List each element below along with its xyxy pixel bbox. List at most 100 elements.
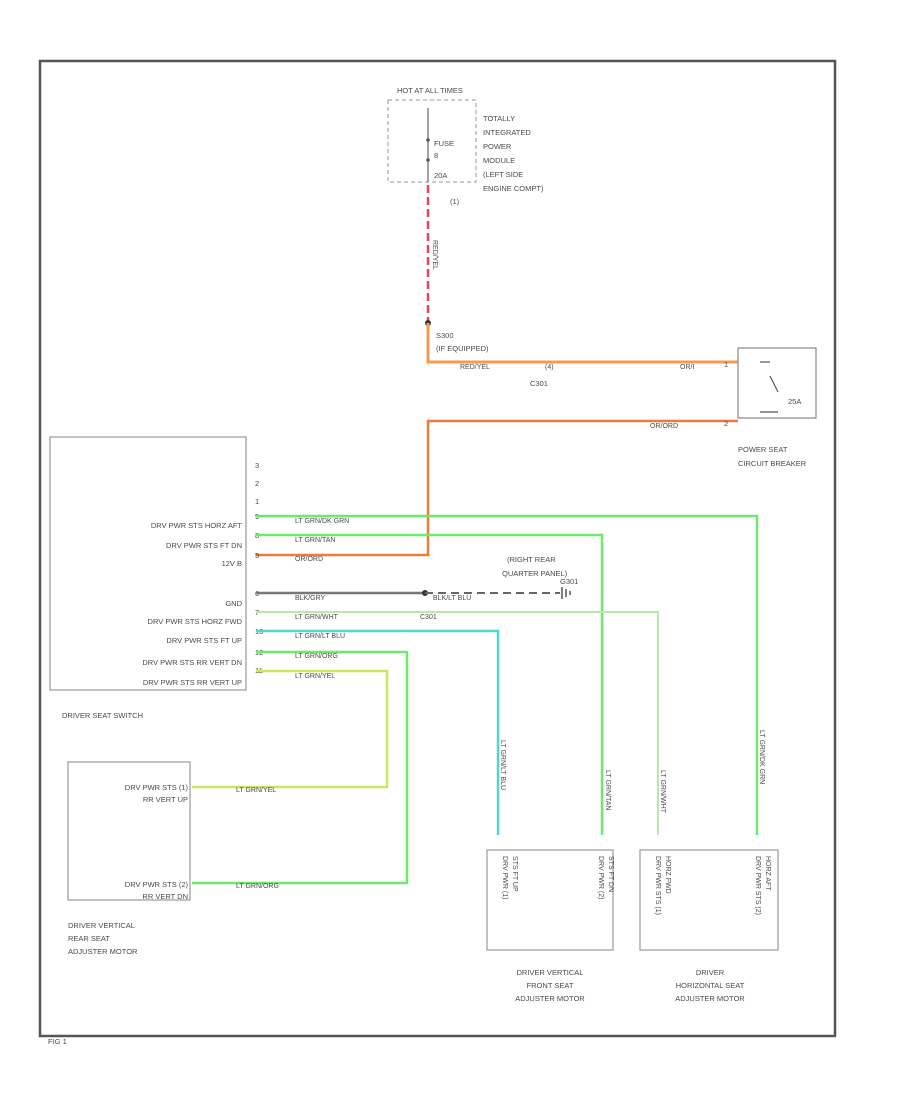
horz-motor-wire1-label: LT GRN/WHT: [659, 770, 666, 814]
module-line-6: ENGINE COMPT): [483, 184, 544, 193]
switch-name: DRIVER SEAT SWITCH: [62, 711, 143, 720]
switch-row-ft-dn: DRV PWR STS FT DN: [166, 541, 242, 550]
red-feed-wire-label: RED/YEL: [431, 240, 438, 270]
front-motor-pin2-l1: DRV PWR (2): [597, 856, 604, 899]
wire-rr-vert-up: [192, 669, 389, 789]
figure-label: FIG 1: [48, 1037, 67, 1046]
wire-12v-label: OR/ORD: [295, 556, 323, 563]
diagram-border: [38, 59, 837, 1038]
module-line-3: POWER: [483, 142, 512, 151]
fuse-node-2: [426, 158, 430, 162]
switch-row-rr-vert-up: DRV PWR STS RR VERT UP: [143, 678, 242, 687]
switch-row-horz-aft: DRV PWR STS HORZ AFT: [151, 521, 243, 530]
wire-ft-dn-label: LT GRN/TAN: [295, 537, 335, 544]
switch-pin-5: 5: [255, 551, 259, 560]
orange-wire-12v: [256, 419, 738, 557]
wire-ft-dn: [256, 533, 604, 835]
cb-pin-2: 2: [724, 419, 728, 428]
wire-rr-vert-dn-label: LT GRN/ORG: [295, 653, 338, 660]
horz-motor-pin1-l1: DRV PWR STS (1): [654, 856, 661, 915]
switch-row-ft-up: DRV PWR STS FT UP: [166, 636, 242, 645]
horz-motor-pin2-l2: HORZ AFT: [764, 856, 771, 891]
front-motor-name-3: ADJUSTER MOTOR: [515, 994, 585, 1003]
rear-motor-wire2-label: LT GRN/ORG: [236, 883, 279, 890]
switch-row-12v: 12V B: [222, 559, 242, 568]
horz-motor-name-1: DRIVER: [696, 968, 725, 977]
horz-motor-pin2-l1: DRV PWR STS (2): [754, 856, 761, 915]
cb-name-1: POWER SEAT: [738, 445, 788, 454]
module-line-5: (LEFT SIDE: [483, 170, 523, 179]
horz-motor-pin1-l2: HORZ FWD: [664, 856, 671, 894]
fuse-node-1: [426, 138, 430, 142]
horz-motor-wire2-label: LT GRN/DK GRN: [758, 730, 765, 784]
horz-motor-name-2: HORIZONTAL SEAT: [676, 981, 745, 990]
fuse-block: HOT AT ALL TIMES FUSE 8 20A TOTALLY INTE…: [387, 86, 544, 206]
power-seat-circuit-breaker: 25A POWER SEAT CIRCUIT BREAKER: [737, 347, 817, 468]
wire-ft-up-label: LT GRN/LT BLU: [295, 633, 345, 640]
fuse-number: 8: [434, 151, 438, 160]
ground-name-2: QUARTER PANEL): [502, 569, 568, 578]
ground-name-3: G301: [560, 577, 578, 586]
wire-rr-vert-up-label: LT GRN/YEL: [295, 673, 335, 680]
module-line-1: TOTALLY: [483, 114, 515, 123]
ground-symbol: [561, 587, 571, 599]
front-motor-wire1-label: LT GRN/LT BLU: [499, 740, 506, 790]
ground-connector-label: C301: [420, 614, 437, 621]
c301-right-wire-label: OR/I: [680, 364, 694, 371]
switch-pin-1: 1: [255, 497, 259, 506]
cb-rating: 25A: [788, 397, 801, 406]
wire-rr-vert-dn: [192, 650, 409, 885]
wire-horz-fwd-label: LT GRN/WHT: [295, 614, 339, 621]
rear-motor-name-3: ADJUSTER MOTOR: [68, 947, 138, 956]
rear-motor-box: [67, 761, 191, 901]
front-motor-box: [486, 849, 614, 951]
wire-horz-fwd: [256, 611, 659, 835]
c301-pin-label: (4): [545, 364, 554, 371]
driver-seat-switch: 3 2 1 DRV PWR STS HORZ AFT DRV PWR STS F…: [49, 436, 263, 720]
fuse-module-label: TOTALLY INTEGRATED POWER MODULE (LEFT SI…: [483, 114, 544, 193]
wire-horz-aft: [256, 514, 759, 835]
module-line-2: INTEGRATED: [483, 128, 531, 137]
rear-motor-pin2-l1: DRV PWR STS (2): [125, 880, 189, 889]
fuse-amp: 20A: [434, 171, 447, 180]
fuse-label: FUSE: [434, 139, 454, 148]
front-motor-pin1-l1: DRV PWR (1): [501, 856, 508, 899]
switch-pin-2: 2: [255, 479, 259, 488]
module-line-4: MODULE: [483, 156, 515, 165]
rear-motor-name-2: REAR SEAT: [68, 934, 110, 943]
wire-ft-up: [256, 629, 500, 835]
rear-motor-name-1: DRIVER VERTICAL: [68, 921, 135, 930]
front-motor-name-2: FRONT SEAT: [527, 981, 574, 990]
front-motor-wire2-label: LT GRN/TAN: [604, 770, 611, 810]
c301-name: C301: [530, 379, 548, 388]
wire-gnd-label: BLK/GRY: [295, 595, 326, 602]
rear-motor-pin1-l2: RR VERT UP: [143, 795, 188, 804]
switch-row-rr-vert-dn: DRV PWR STS RR VERT DN: [142, 658, 242, 667]
switch-row-horz-fwd: DRV PWR STS HORZ FWD: [148, 617, 243, 626]
switch-box: [49, 436, 247, 691]
cb-box: [737, 347, 817, 419]
wire-horz-aft-label: LT GRN/DK GRN: [295, 518, 349, 525]
rear-motor-pin2-l2: RR VERT DN: [142, 892, 188, 901]
switch-pin-3: 3: [255, 461, 259, 470]
rear-motor-wire1-label: LT GRN/YEL: [236, 787, 276, 794]
front-motor-name-1: DRIVER VERTICAL: [517, 968, 584, 977]
switch-row-gnd: GND: [225, 599, 242, 608]
splice-label-1: S300: [436, 331, 454, 340]
c301-left-wire-label: RED/YEL: [460, 364, 490, 371]
rear-motor-pin1-l1: DRV PWR STS (1): [125, 783, 189, 792]
front-seat-motor: LT GRN/LT BLU LT GRN/TAN DRV PWR (1) STS…: [486, 740, 614, 1003]
ground-wire-label: BLK/LT BLU: [433, 595, 471, 602]
cb-switch: [769, 375, 779, 393]
fuse-hot-label-1: HOT AT ALL TIMES: [397, 86, 463, 95]
horizontal-seat-motor: LT GRN/WHT LT GRN/DK GRN DRV PWR STS (1)…: [639, 730, 779, 1003]
horz-motor-box: [639, 849, 779, 951]
fuse-pin: (1): [450, 197, 460, 206]
fuse-module-outline: [387, 99, 477, 183]
front-motor-pin2-l2: STS FT DN: [607, 856, 614, 892]
splice-label-2: (IF EQUIPPED): [436, 344, 489, 353]
orange-wire-c301: [426, 323, 738, 364]
cb-name-2: CIRCUIT BREAKER: [738, 459, 807, 468]
cb-output-wire-label: OR/ORD: [650, 423, 678, 430]
